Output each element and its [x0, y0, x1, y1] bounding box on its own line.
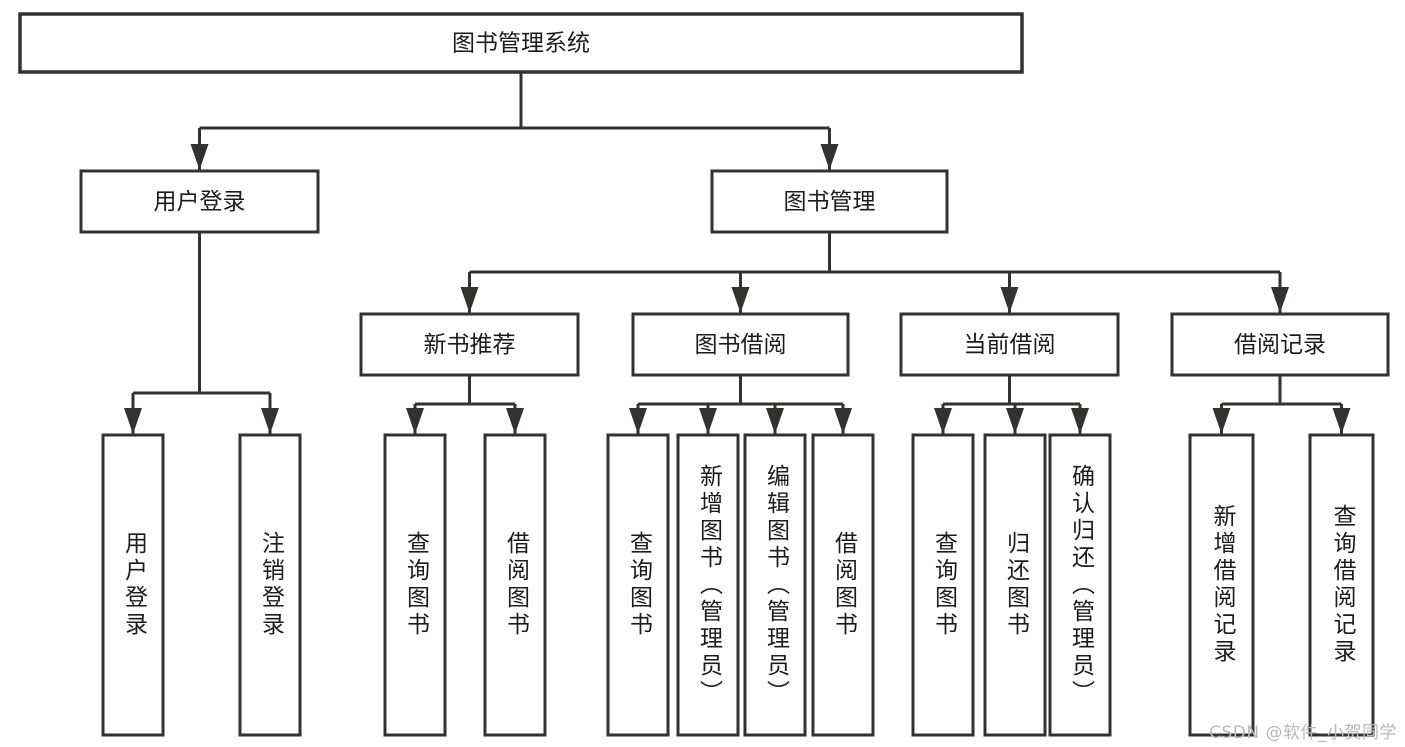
node-leaf-1[interactable]	[238, 433, 302, 737]
node-leaf-5[interactable]	[676, 433, 740, 737]
arrow-head-icon	[1212, 408, 1231, 434]
arrow-head-icon	[834, 408, 852, 434]
arrow-head-icon	[506, 408, 524, 434]
arrow-head-icon	[766, 408, 784, 434]
node-leaf-0[interactable]	[101, 433, 165, 737]
arrow-head-icon	[934, 408, 952, 434]
node-leaf-11[interactable]	[1188, 433, 1255, 737]
node-root-label: 图书管理系统	[452, 31, 590, 57]
node-level2-0[interactable]	[79, 169, 320, 234]
node-root[interactable]	[18, 12, 1024, 74]
node-level3-0[interactable]	[359, 312, 580, 377]
node-level3-3[interactable]	[1170, 312, 1390, 377]
node-leaf-12[interactable]	[1308, 433, 1375, 737]
arrow-head-icon	[820, 144, 839, 170]
node-leaf-7[interactable]	[811, 433, 875, 737]
node-leaf-2[interactable]	[383, 433, 447, 737]
connectors-layer	[124, 72, 1351, 434]
node-level3-label-2: 当前借阅	[964, 332, 1056, 358]
arrow-head-icon	[1071, 408, 1089, 434]
arrow-head-icon	[124, 408, 142, 434]
watermark-text: CSDN @软件_小贺同学	[1209, 723, 1397, 743]
arrow-head-icon	[1006, 408, 1024, 434]
node-level3-label-0: 新书推荐	[424, 332, 516, 358]
arrow-head-icon	[1271, 287, 1289, 313]
arrow-head-icon	[1000, 287, 1019, 313]
node-level3-1[interactable]	[631, 312, 850, 377]
node-level2-1[interactable]	[710, 169, 949, 234]
arrow-head-icon	[190, 144, 209, 170]
arrow-head-icon	[629, 408, 647, 434]
node-leaf-6[interactable]	[743, 433, 807, 737]
node-level3-label-1: 图书借阅	[695, 332, 787, 358]
node-level2-label-0: 用户登录	[154, 189, 246, 215]
nodes-layer	[18, 12, 1390, 737]
node-leaf-3[interactable]	[483, 433, 547, 737]
arrow-head-icon	[1332, 408, 1351, 434]
node-level3-2[interactable]	[899, 312, 1120, 377]
arrow-head-icon	[731, 287, 750, 313]
node-leaf-4[interactable]	[606, 433, 670, 737]
node-leaf-9[interactable]	[983, 433, 1047, 737]
arrow-head-icon	[460, 287, 479, 313]
node-leaf-10[interactable]	[1048, 433, 1112, 737]
node-level3-label-3: 借阅记录	[1234, 332, 1326, 358]
arrow-head-icon	[699, 408, 717, 434]
node-leaf-8[interactable]	[911, 433, 975, 737]
arrow-head-icon	[261, 408, 279, 434]
node-level2-label-1: 图书管理	[784, 189, 876, 215]
arrow-head-icon	[406, 408, 424, 434]
